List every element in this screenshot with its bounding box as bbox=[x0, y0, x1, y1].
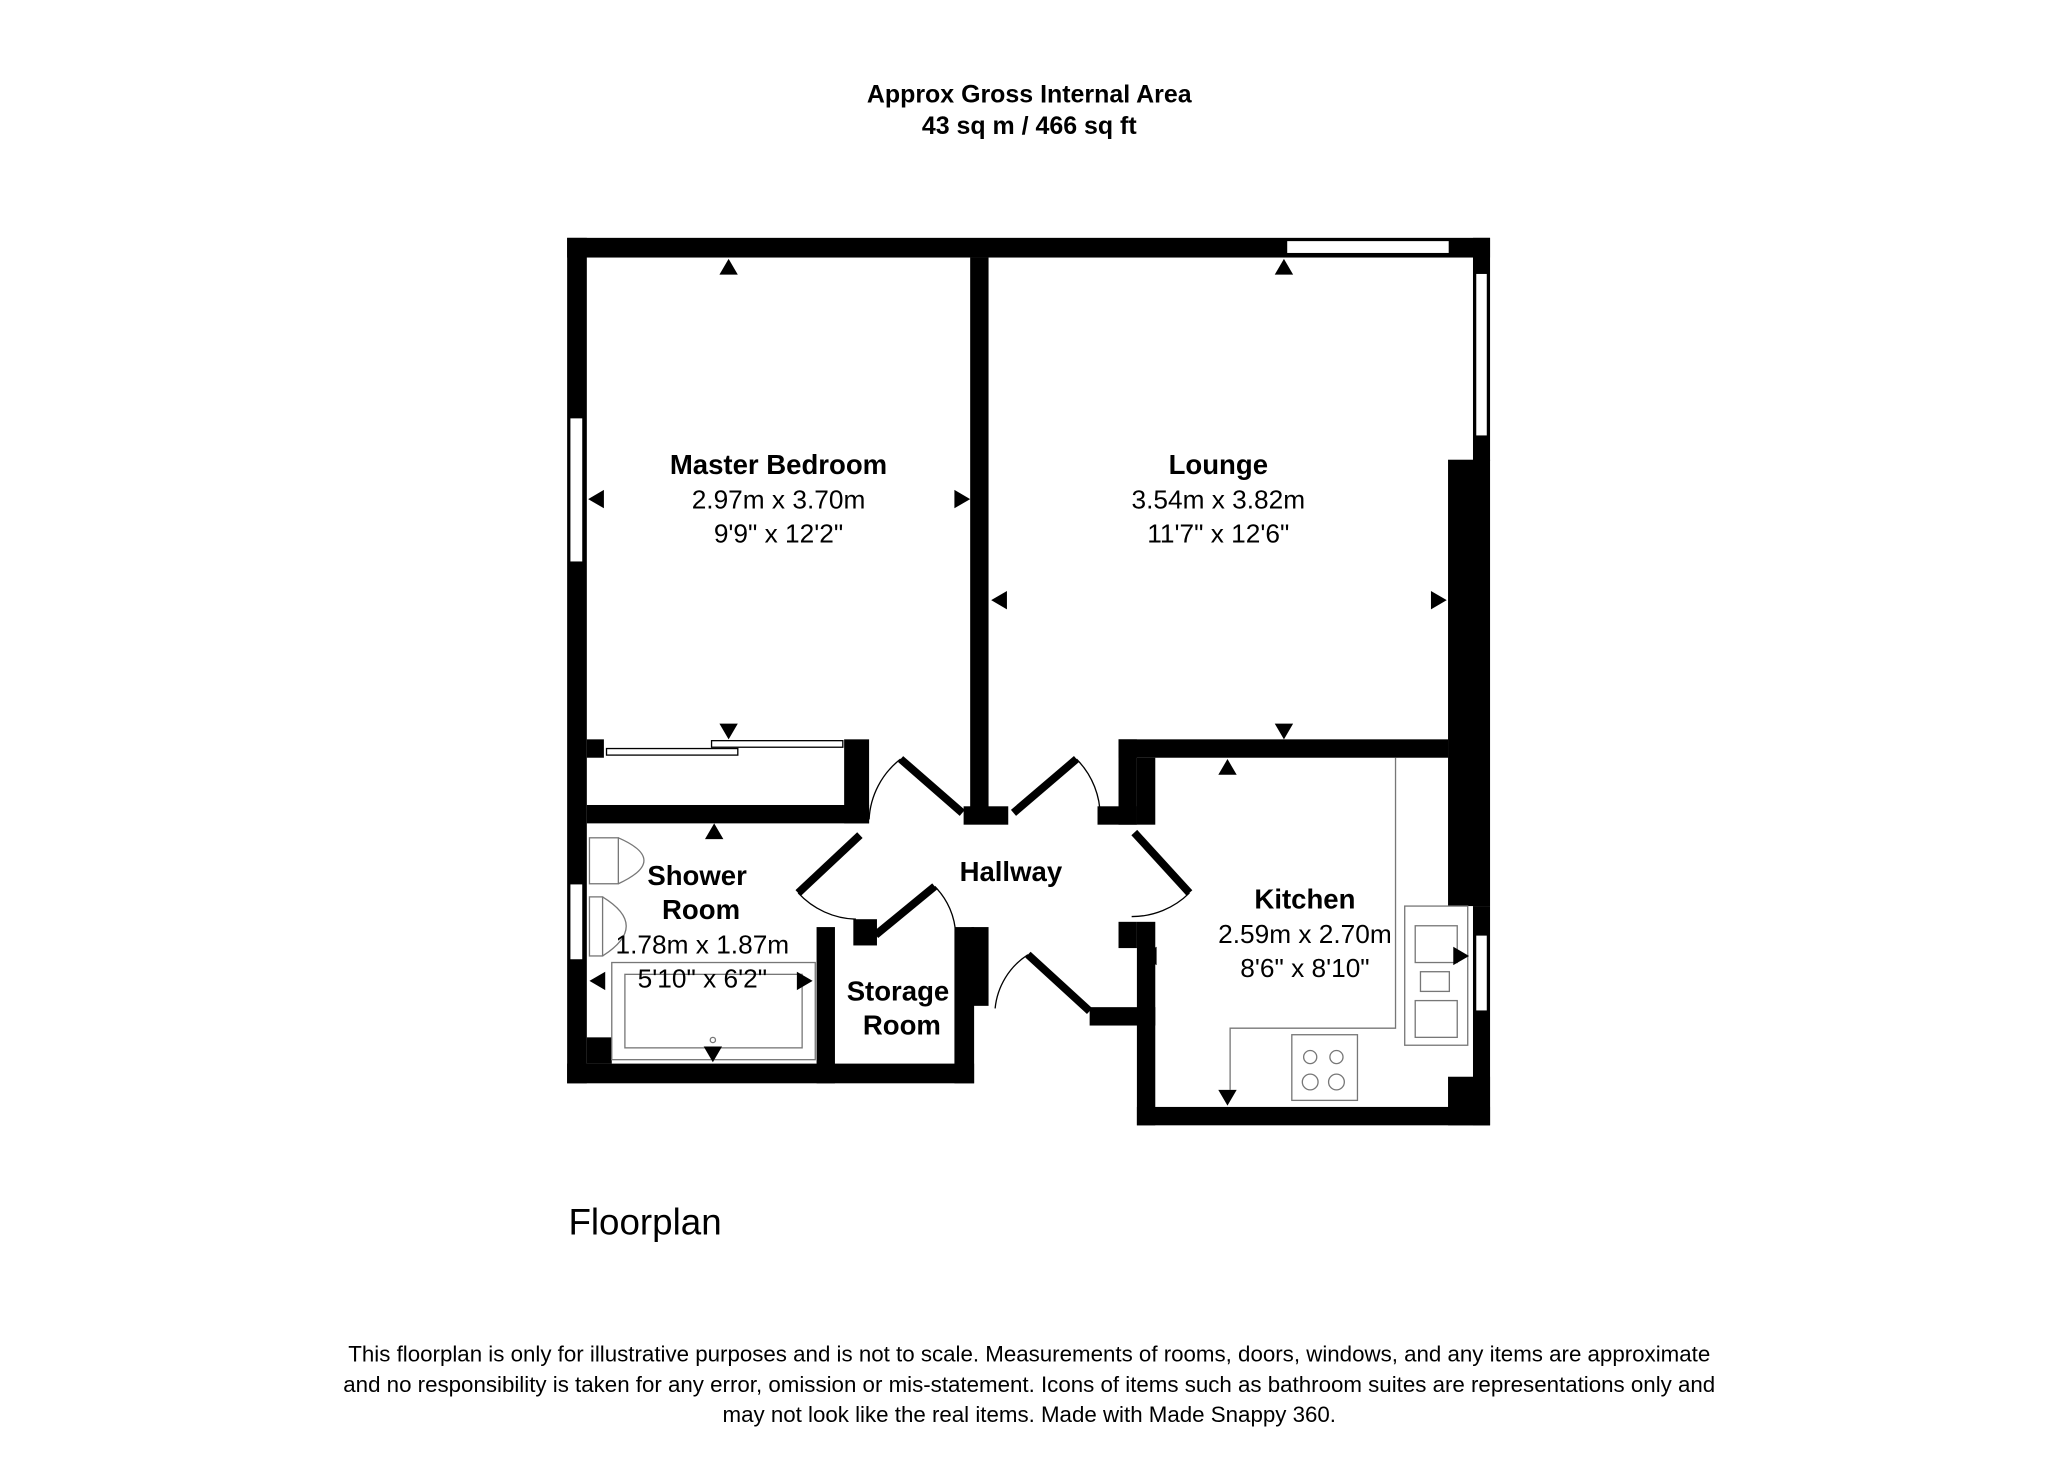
room-shower-room: Shower Room 1.78m x 1.87m 5'10" x 6'2" bbox=[616, 860, 790, 993]
room-kitchen: Kitchen 2.59m x 2.70m 8'6" x 8'10" bbox=[1218, 884, 1392, 983]
room-name: Lounge bbox=[1169, 449, 1268, 480]
room-metric: 2.97m x 3.70m bbox=[692, 484, 866, 514]
room-lounge: Lounge 3.54m x 3.82m 11'7" x 12'6" bbox=[1131, 449, 1305, 548]
room-name: Hallway bbox=[960, 856, 1063, 887]
doors bbox=[795, 756, 1193, 1015]
disclaimer-line: and no responsibility is taken for any e… bbox=[343, 1372, 1715, 1397]
floor-label: Floorplan bbox=[568, 1201, 721, 1242]
area-value: 43 sq m / 466 sq ft bbox=[922, 112, 1137, 140]
room-name-line2: Room bbox=[863, 1010, 941, 1041]
room-imperial: 8'6" x 8'10" bbox=[1240, 953, 1369, 983]
room-metric: 3.54m x 3.82m bbox=[1131, 484, 1305, 514]
room-name: Kitchen bbox=[1254, 884, 1355, 915]
room-imperial: 5'10" x 6'2" bbox=[638, 963, 767, 993]
room-name: Storage bbox=[847, 976, 950, 1007]
room-name-line2: Room bbox=[662, 894, 740, 925]
room-metric: 1.78m x 1.87m bbox=[616, 929, 790, 959]
room-imperial: 11'7" x 12'6" bbox=[1147, 518, 1289, 548]
room-imperial: 9'9" x 12'2" bbox=[714, 518, 843, 548]
room-storage-room: Storage Room bbox=[847, 976, 950, 1041]
disclaimer-line: may not look like the real items. Made w… bbox=[723, 1402, 1336, 1427]
room-name: Shower bbox=[647, 860, 747, 891]
room-name: Master Bedroom bbox=[670, 449, 887, 480]
windows bbox=[569, 239, 1489, 1012]
room-hallway: Hallway bbox=[960, 856, 1063, 887]
area-title: Approx Gross Internal Area bbox=[867, 81, 1193, 109]
disclaimer-line: This floorplan is only for illustrative … bbox=[348, 1342, 1710, 1367]
room-metric: 2.59m x 2.70m bbox=[1218, 919, 1392, 949]
room-master-bedroom: Master Bedroom 2.97m x 3.70m 9'9" x 12'2… bbox=[670, 449, 887, 548]
dimension-arrows bbox=[588, 258, 1470, 1106]
disclaimer: This floorplan is only for illustrative … bbox=[343, 1342, 1715, 1427]
